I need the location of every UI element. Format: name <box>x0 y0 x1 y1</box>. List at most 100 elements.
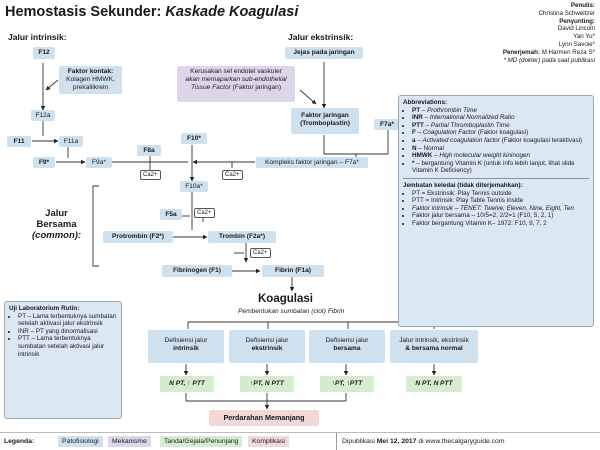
credits-md-note: * MD (dokter) pada saat publikasi <box>503 56 595 64</box>
result-common: ↑PT, ↑PTT <box>320 376 374 392</box>
deficiency-type: ekstrinsik <box>251 345 283 352</box>
factor-f11a: F11a <box>59 136 83 147</box>
legend-date: Mei 12, 2017 <box>376 438 417 445</box>
page-title: Hemostasis Sekunder: Kaskade Koagulasi <box>5 4 298 20</box>
credits-editor-3: Lynn Savoie* <box>558 40 595 48</box>
result-intrinsic: N PT, ↑ PTT <box>160 376 214 392</box>
tissue-factor-complex: Kompleks faktor jaringan – F7a* <box>256 157 368 168</box>
fibrin: Fibrin (F1a) <box>262 265 324 277</box>
legend-mechanism: Mekanisme <box>108 436 151 447</box>
factor-f5a: F5a <box>160 209 182 220</box>
calcium-badge-common-2: Ca2+ <box>250 248 271 258</box>
credits-translator: M Harmen Reza S* <box>541 48 595 56</box>
prolonged-bleeding: Perdarahan Memanjang <box>209 410 319 426</box>
result-extrinsic: ↑PT, N PTT <box>240 376 294 392</box>
lab-tests-heading: Uji Laboratorium Rutin: <box>9 305 80 312</box>
legend-pathophysiology: Patofisiologi <box>58 436 103 447</box>
abbr-item: INR – International Normalized Ratio <box>412 114 589 122</box>
abbr-item: PTT – Partial Thromboplastin Time <box>412 122 589 130</box>
bridge-item: Faktor bergantung Vitamin K– 1972: F10, … <box>412 220 589 228</box>
calcium-badge-common-1: Ca2+ <box>194 208 215 218</box>
factor-f11: F11 <box>7 136 31 147</box>
factor-f7a: F7a* <box>374 119 400 130</box>
thrombin: Trombin (F2a*) <box>208 231 276 243</box>
legend-signs: Tanda/Gejala/Penunjang <box>160 436 243 447</box>
credits-author: Christina Schweitzer <box>538 9 595 17</box>
abbr-item: * – bergantung Vitamin K (untuk info leb… <box>412 160 589 175</box>
abbreviations-list: PT – Prothrombin Time INR – Internationa… <box>403 107 589 175</box>
credits-author-label: Penulis: <box>570 2 595 9</box>
factor-f10a: F10a* <box>180 181 208 192</box>
factor-f12: F12 <box>33 47 55 59</box>
endothelial-tissue-factor: Tissue Factor <box>190 84 231 91</box>
bridge-item: PTT = Intrinsik: Play Table Tennis insid… <box>412 197 589 205</box>
contact-factors-title: Faktor kontak: <box>67 68 114 75</box>
common-pathway-label: Jalur Bersama (common): <box>32 208 81 241</box>
endothelial-line-1: Kerusakan sel endotel vaskuler <box>190 68 282 75</box>
lab-item-ptt: PTT – Lama terbentuknya sumbatan setelah… <box>18 335 117 358</box>
coagulation-title: Koagulasi <box>258 293 313 305</box>
common-label-1: Jalur <box>45 208 68 219</box>
bridge-item: Faktor intrinsik – TENET: Twelve, Eleven… <box>412 205 589 213</box>
deficiency-intrinsic: Defisiensi jalur intrinsik <box>148 330 224 363</box>
factor-f10: F10* <box>181 133 207 144</box>
bridge-list: PT = Ekstrinsik: Play Tennis outside PTT… <box>403 190 589 228</box>
pathways-normal: Jalur intrinsik, ekstrinsik & bersama no… <box>390 330 478 363</box>
extrinsic-heading: Jalur ekstrinsik: <box>288 32 354 42</box>
abbr-item: N – Normal <box>412 145 589 153</box>
bridge-heading: Jembatan keledai (tidak diterjemahkan): <box>403 181 523 189</box>
common-label-3: (common): <box>32 230 82 241</box>
tissue-factor-line-2: (Tromboplastin) <box>300 120 350 127</box>
deficiency-label: Jalur intrinsik, ekstrinsik <box>399 337 469 344</box>
fibrinogen: Fibrinogen (F1) <box>162 265 232 277</box>
lab-tests-list: PT – Lama terbentuknya sumbatan setelah … <box>9 313 117 359</box>
deficiency-label: Defisiensi jalur <box>245 337 289 344</box>
abbr-item: F – Coagulation Factor (Faktor koagulasi… <box>412 129 589 137</box>
factor-f9a: F9a* <box>86 157 112 168</box>
abbr-item: HMWK – High molecular weight kininogen <box>412 152 589 160</box>
tissue-injury: Jejas pada jaringan <box>285 47 363 59</box>
credits-editor-2: Yan Yu* <box>573 33 595 41</box>
credits-translator-label: Penerjemah: <box>502 48 540 56</box>
lab-item-inr: INR – PT yang dinormalisasi <box>18 328 117 336</box>
legend-label: Legenda: <box>4 438 35 445</box>
abbr-item: PT – Prothrombin Time <box>412 107 589 115</box>
legend-site[interactable]: di www.thecalgaryguide.com <box>416 438 505 445</box>
contact-factors-detail: Kolagen HMWK, prekallikrein <box>66 76 115 91</box>
legend-bar: Legenda: Patofisiologi Mekanisme Tanda/G… <box>0 432 600 450</box>
endothelial-damage: Kerusakan sel endotel vaskuler akan mema… <box>177 66 295 102</box>
deficiency-type: intrinsik <box>173 345 199 352</box>
deficiency-label: Defisiensi jalur <box>325 337 369 344</box>
title-italic: Kaskade Koagulasi <box>165 4 299 20</box>
legend-complications: Komplikasi <box>248 436 289 447</box>
intrinsic-heading: Jalur intrinsik: <box>8 32 67 42</box>
bridge-item: Faktor jalur bersama – 10/5=2, 2/2=1 (F1… <box>412 212 589 220</box>
abbr-item: a – Activated coagulation factor (Faktor… <box>412 137 589 145</box>
contact-factors: Faktor kontak: Kolagen HMWK, prekallikre… <box>59 66 122 94</box>
result-normal: N PT, N PTT <box>406 376 462 392</box>
bridge-item: PT = Ekstrinsik: Play Tennis outside <box>412 190 589 198</box>
common-label-2: Bersama <box>36 219 77 230</box>
tissue-factor-line-1: Faktor jaringan <box>301 112 349 119</box>
lab-tests-panel: Uji Laboratorium Rutin: PT – Lama terben… <box>4 301 122 419</box>
endothelial-line-3: (Faktor jaringan) <box>230 84 282 91</box>
factor-f12a: F12a <box>31 110 55 121</box>
factor-f8a: F8a <box>137 145 161 156</box>
deficiency-label: Defisiensi jalur <box>164 337 208 344</box>
credits-editor-1: David Lincoln <box>557 25 595 33</box>
calcium-badge-extrinsic: Ca2+ <box>222 170 243 180</box>
factor-f9: F9* <box>33 157 55 168</box>
calcium-badge-intrinsic: Ca2+ <box>140 170 161 180</box>
legend-publication: Dipublikasi Mei 12, 2017 di www.thecalga… <box>336 433 504 450</box>
title-main: Hemostasis Sekunder: <box>5 4 166 20</box>
deficiency-type: bersama <box>333 345 361 352</box>
lab-item-pt: PT – Lama terbentuknya sumbatan setelah … <box>18 313 117 328</box>
prothrombin: Protrombin (F2*) <box>103 231 173 243</box>
abbreviations-heading: Abbreviations: <box>403 99 448 106</box>
tissue-factor: Faktor jaringan (Tromboplastin) <box>291 108 359 134</box>
deficiency-type: & bersama normal <box>405 345 463 352</box>
deficiency-extrinsic: Defisiensi jalur ekstrinsik <box>229 330 305 363</box>
legend-published-label: Dipublikasi <box>342 438 377 445</box>
deficiency-common: Defisiensi jalur bersama <box>309 330 385 363</box>
